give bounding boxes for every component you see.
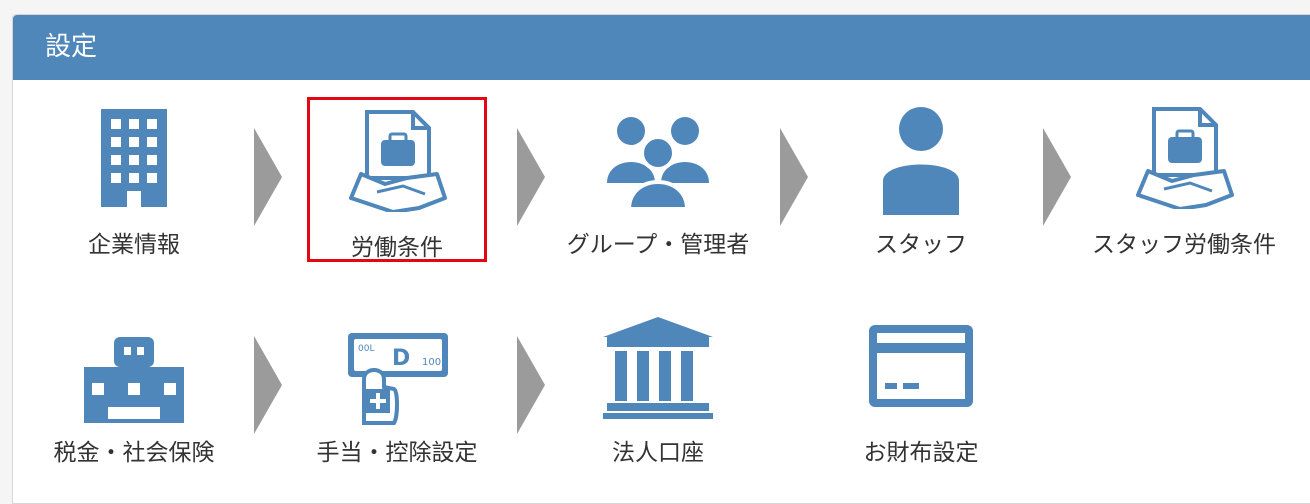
tile-label: 企業情報 (88, 232, 180, 258)
allowance-money-icon: D 100 00L (348, 333, 448, 425)
arrow-right-icon (254, 336, 282, 434)
credit-card-icon (869, 325, 973, 407)
arrow-right-icon (780, 128, 808, 226)
tile-label: 労働条件 (351, 235, 443, 261)
arrow-right-icon (517, 128, 545, 226)
contract-handshake-icon (349, 110, 447, 212)
bank-icon (603, 317, 713, 419)
tile-label: 税金・社会保険 (53, 440, 215, 466)
tile-label: グループ・管理者 (566, 232, 750, 258)
arrow-right-icon (517, 336, 545, 434)
svg-text:D: D (392, 346, 410, 371)
tile-group-admin[interactable]: グループ・管理者 (567, 97, 749, 262)
arrow-right-icon (254, 128, 282, 226)
tile-wallet-settings[interactable]: お財布設定 (831, 305, 1011, 470)
person-icon (883, 107, 959, 215)
settings-panel: 設定 (12, 14, 1310, 504)
panel-title: 設定 (13, 15, 1310, 80)
tile-staff-labor-conditions[interactable]: スタッフ労働条件 (1092, 97, 1276, 262)
tile-staff[interactable]: スタッフ (831, 97, 1011, 262)
tile-company-info[interactable]: 企業情報 (44, 97, 224, 262)
building-icon (101, 109, 167, 207)
tile-label: 手当・控除設定 (316, 440, 478, 466)
svg-text:00L: 00L (358, 344, 374, 354)
tile-tax-social-insurance[interactable]: 税金・社会保険 (44, 305, 224, 470)
tile-label: スタッフ労働条件 (1092, 232, 1276, 258)
tile-label: お財布設定 (863, 440, 979, 466)
tile-corporate-account[interactable]: 法人口座 (568, 305, 748, 470)
group-icon (607, 117, 709, 209)
contract-handshake-icon (1136, 107, 1234, 209)
tile-labor-conditions[interactable]: 労働条件 (307, 97, 487, 262)
office-building-icon (84, 337, 184, 423)
tile-label: 法人口座 (612, 440, 704, 466)
tile-allowance-deduction[interactable]: D 100 00L 手当・控除設定 (307, 305, 487, 470)
tile-label: スタッフ (875, 232, 967, 258)
svg-text:100: 100 (422, 357, 441, 368)
arrow-right-icon (1043, 128, 1071, 226)
